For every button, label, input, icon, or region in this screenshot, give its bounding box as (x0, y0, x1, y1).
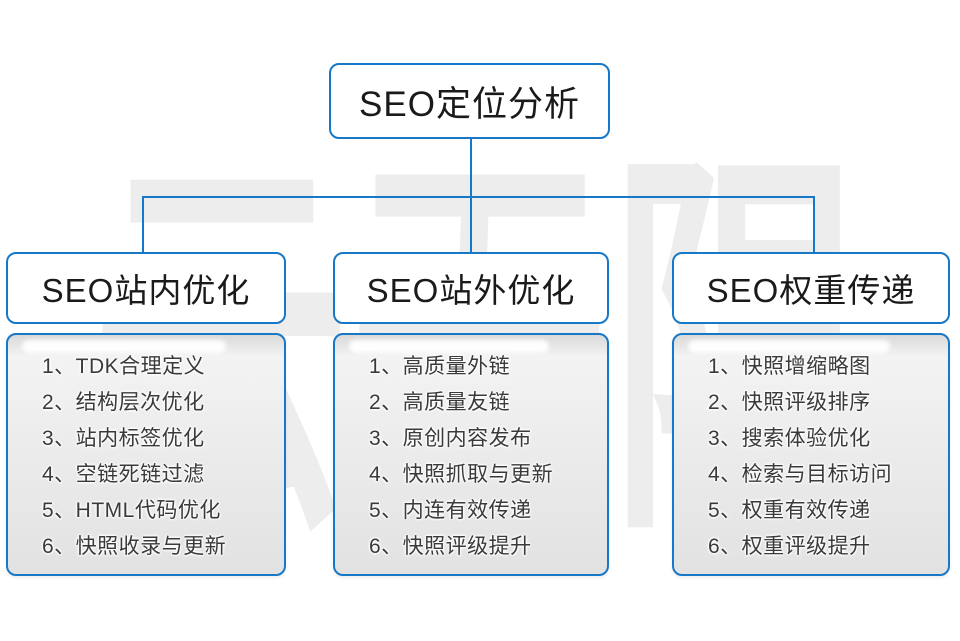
list-item: 2、快照评级排序 (708, 391, 871, 414)
list-item: 1、TDK合理定义 (42, 355, 206, 378)
list-item: 5、内连有效传递 (369, 499, 532, 522)
list-card-onsite: 1、TDK合理定义 2、结构层次优化 3、站内标签优化 4、空链死链过滤 5、H… (6, 333, 286, 576)
list-item: 4、空链死链过滤 (42, 463, 205, 486)
root-node-seo-positioning: SEO定位分析 (329, 63, 610, 139)
list-item: 3、原创内容发布 (369, 427, 532, 450)
connector-drop-right (813, 196, 815, 254)
header-node-onsite: SEO站内优化 (6, 252, 286, 324)
list-card-weight-transfer: 1、快照增缩略图 2、快照评级排序 3、搜索体验优化 4、检索与目标访问 5、权… (672, 333, 950, 576)
header-label: SEO权重传递 (706, 272, 916, 309)
list-item: 6、快照评级提升 (369, 535, 532, 558)
list-item: 1、快照增缩略图 (708, 355, 871, 378)
header-label: SEO站外优化 (366, 272, 576, 309)
header-node-offsite: SEO站外优化 (333, 252, 609, 324)
connector-drop-middle (470, 196, 472, 254)
header-node-weight-transfer: SEO权重传递 (672, 252, 950, 324)
list-item: 5、HTML代码优化 (42, 499, 221, 522)
header-label: SEO站内优化 (41, 272, 251, 309)
connector-branch-bar (142, 196, 815, 198)
connector-root-stem (470, 139, 472, 198)
list-item: 2、高质量友链 (369, 391, 511, 414)
list-item: 5、权重有效传递 (708, 499, 871, 522)
list-item: 1、高质量外链 (369, 355, 511, 378)
list-item: 3、搜索体验优化 (708, 427, 871, 450)
root-node-label: SEO定位分析 (359, 84, 580, 124)
list-item: 4、检索与目标访问 (708, 463, 893, 486)
list-item: 4、快照抓取与更新 (369, 463, 554, 486)
list-item: 2、结构层次优化 (42, 391, 205, 414)
list-item: 3、站内标签优化 (42, 427, 205, 450)
list-card-offsite: 1、高质量外链 2、高质量友链 3、原创内容发布 4、快照抓取与更新 5、内连有… (333, 333, 609, 576)
connector-drop-left (142, 196, 144, 254)
list-item: 6、快照收录与更新 (42, 535, 227, 558)
list-item: 6、权重评级提升 (708, 535, 871, 558)
